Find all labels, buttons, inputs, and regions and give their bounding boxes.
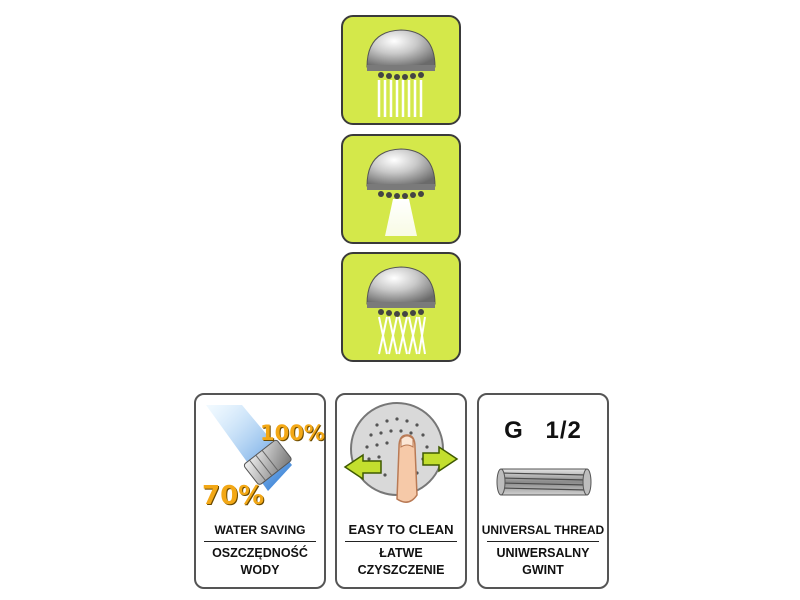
easy-clean-label-pl-line1: ŁATWE [379,546,423,560]
water-saving-label-pl: OSZCZĘDNOŚĆ WODY [196,545,324,579]
percent-full-label: 100% [260,421,325,445]
universal-thread-card: G 1/2 UNIVERSAL THREAD UNIWERSALNY GWINT [477,393,609,589]
caption-divider [345,541,457,542]
universal-thread-label-pl-line1: UNIWERSALNY [496,546,590,560]
shower-head-straight-spray-icon [366,29,436,117]
shower-head-crossed-spray-icon [366,266,436,355]
percent-saved-label: 70% [202,481,265,511]
caption-divider [204,541,316,542]
universal-thread-label-pl-line2: GWINT [522,563,564,577]
spray-mode-crossed-tile [341,252,461,362]
water-saving-label-pl-line1: OSZCZĘDNOŚĆ [212,546,308,560]
universal-thread-label-pl: UNIWERSALNY GWINT [479,545,607,579]
spray-mode-straight-tile [341,15,461,125]
water-saving-label-pl-line2: WODY [240,563,280,577]
easy-clean-nozzle-icon [343,402,459,503]
easy-clean-label-en: EASY TO CLEAN [348,522,454,537]
easy-clean-label-pl-line2: CZYSZCZENIE [357,563,445,577]
water-saving-label-en: WATER SAVING [214,523,306,537]
water-saving-aerator-icon [206,405,292,491]
shower-head-single-jet-icon [366,148,436,236]
caption-divider [487,541,599,542]
threaded-connector-icon [496,468,592,496]
thread-size-label: G 1/2 [504,417,582,444]
easy-clean-label-pl: ŁATWE CZYSZCZENIE [337,545,465,579]
spray-mode-single-jet-tile [341,134,461,244]
universal-thread-label-en: UNIVERSAL THREAD [481,523,605,537]
easy-clean-card: EASY TO CLEAN ŁATWE CZYSZCZENIE [335,393,467,589]
water-saving-card: 100% 70% WATER SAVING OSZCZĘDNOŚĆ WODY [194,393,326,589]
